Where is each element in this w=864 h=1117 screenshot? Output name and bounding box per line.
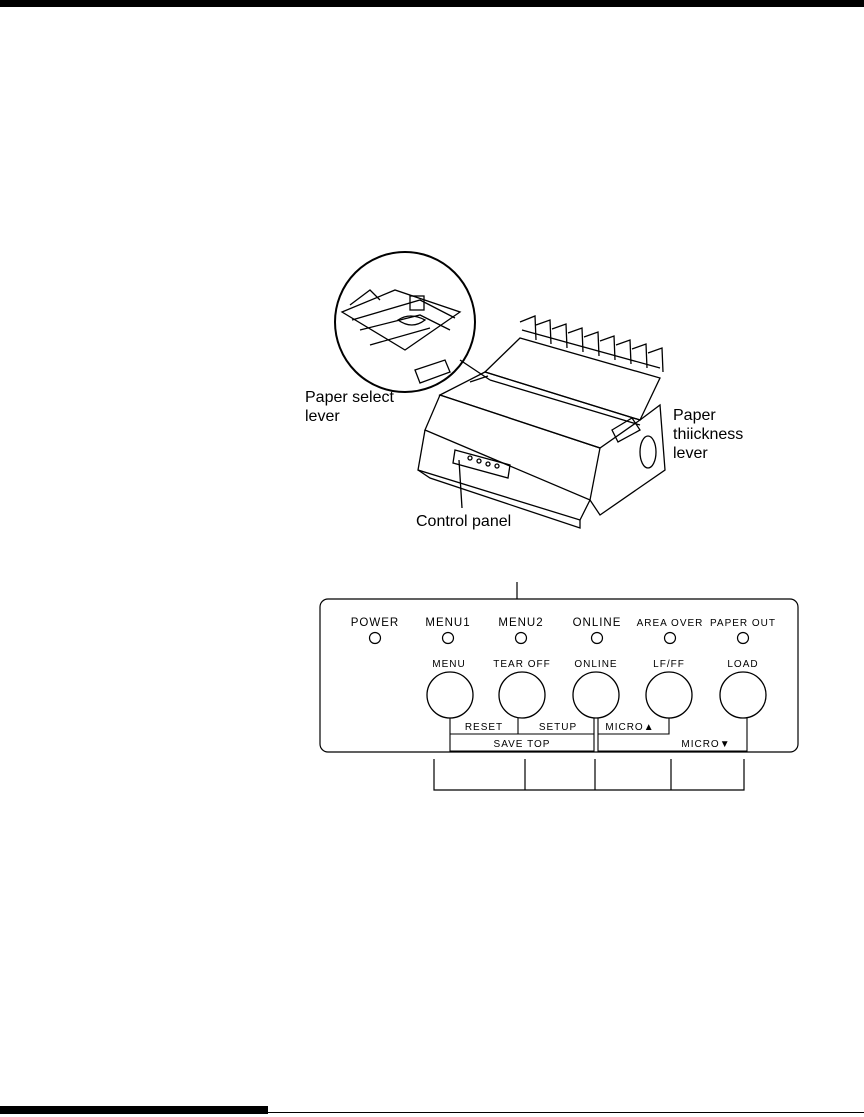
- lf-ff-button[interactable]: [646, 672, 692, 718]
- indicator-label-menu2: MENU2: [498, 617, 543, 629]
- button-label-menu: MENU: [432, 659, 465, 670]
- tear-off-button[interactable]: [499, 672, 545, 718]
- reset-combo-label: RESET: [465, 722, 503, 733]
- area-over-led: [665, 633, 676, 644]
- paper-select-lever-label: Paper select lever: [305, 388, 394, 426]
- micro-down-combo-label: MICRO▼: [681, 739, 730, 750]
- load-button[interactable]: [720, 672, 766, 718]
- button-label-tear-off: TEAR OFF: [493, 659, 550, 670]
- online-button[interactable]: [573, 672, 619, 718]
- paper-out-led: [738, 633, 749, 644]
- control-panel-diagram: POWER MENU1 MENU2 ONLINE AREA OVER PAPER…: [0, 570, 864, 830]
- online-led: [592, 633, 603, 644]
- button-label-lf-ff: LF/FF: [653, 659, 685, 670]
- menu-button[interactable]: [427, 672, 473, 718]
- button-label-online: ONLINE: [574, 659, 617, 670]
- indicator-label-online: ONLINE: [573, 617, 622, 629]
- menu2-led: [516, 633, 527, 644]
- indicator-label-area-over: AREA OVER: [637, 618, 704, 629]
- indicator-label-menu1: MENU1: [425, 617, 470, 629]
- micro-up-combo-label: MICRO▲: [605, 722, 654, 733]
- button-label-load: LOAD: [727, 659, 758, 670]
- printer-body: [418, 316, 665, 528]
- paper-thickness-lever-label: Paper thiickness lever: [673, 406, 743, 463]
- menu1-led: [443, 633, 454, 644]
- power-led: [370, 633, 381, 644]
- control-panel-label: Control panel: [416, 512, 511, 531]
- printer-illustration: [0, 0, 864, 560]
- zoom-inset: [335, 252, 490, 392]
- save-top-combo-label: SAVE TOP: [494, 739, 551, 750]
- footer-rule-thick: [0, 1106, 268, 1114]
- indicator-label-paper-out: PAPER OUT: [710, 618, 776, 629]
- setup-combo-label: SETUP: [539, 722, 577, 733]
- footer-rule-thin: [268, 1112, 864, 1113]
- indicator-label-power: POWER: [351, 617, 399, 629]
